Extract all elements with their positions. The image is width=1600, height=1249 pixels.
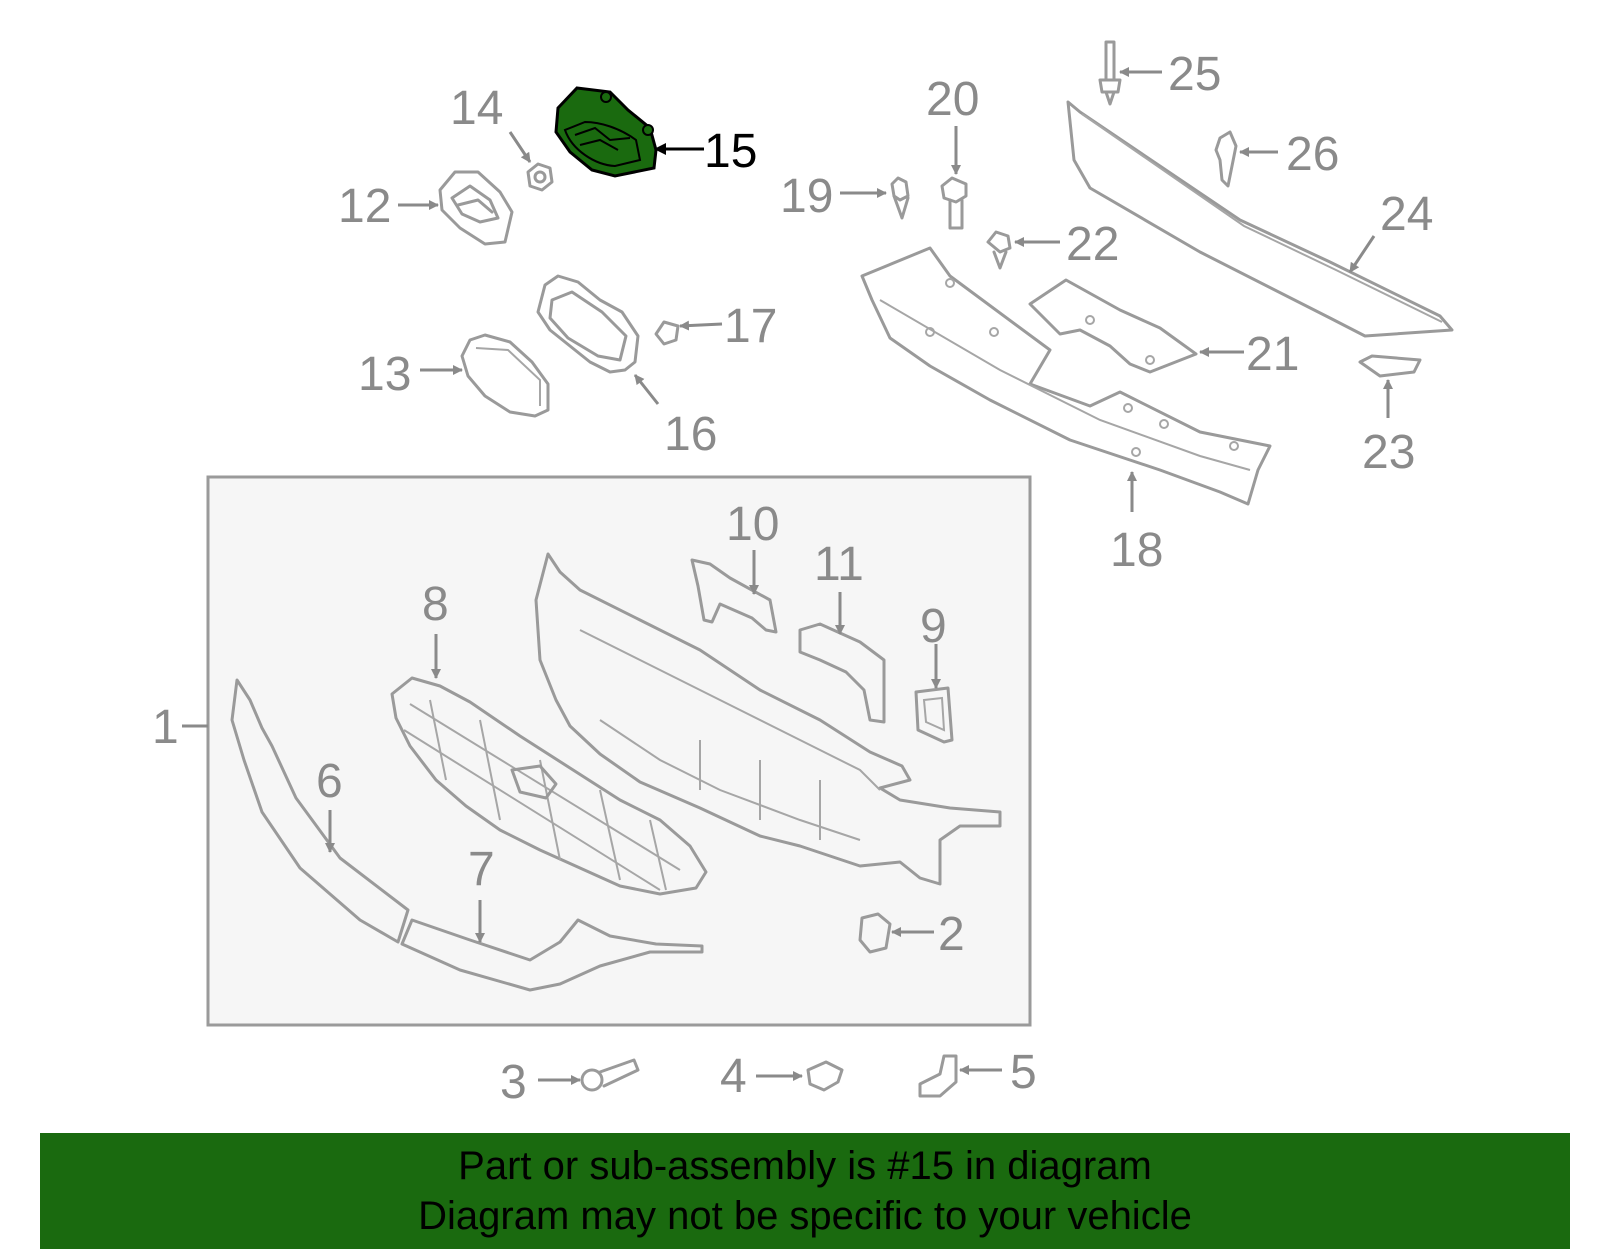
part-23-bracket[interactable]	[1358, 354, 1422, 418]
callout-26: 26	[1286, 128, 1339, 181]
part-17-clip[interactable]	[654, 320, 723, 346]
grille-frame[interactable]	[534, 552, 1002, 886]
part-9-clip[interactable]	[914, 644, 954, 744]
callout-11: 11	[814, 538, 864, 591]
callout-25: 25	[1168, 48, 1221, 101]
part-25-bolt[interactable]	[1098, 40, 1162, 106]
banner-line-2: Diagram may not be specific to your vehi…	[418, 1194, 1192, 1238]
part-18-radiator-support[interactable]	[860, 246, 1272, 512]
part-16-bezel[interactable]	[536, 274, 660, 405]
callout-12: 12	[338, 180, 391, 233]
part-11-bracket[interactable]	[798, 592, 886, 724]
callout-3: 3	[500, 1056, 527, 1109]
callout-2: 2	[938, 908, 965, 961]
callout-20: 20	[926, 73, 979, 126]
part-24-upper-seal[interactable]	[1066, 100, 1454, 338]
callout-17: 17	[724, 300, 777, 353]
part-26-clip[interactable]	[1214, 130, 1278, 188]
callout-7: 7	[468, 843, 495, 896]
callout-4: 4	[720, 1050, 747, 1103]
part-5-bracket[interactable]	[918, 1054, 1002, 1098]
info-banner: Part or sub-assembly is #15 in diagram D…	[40, 1133, 1570, 1249]
callout-15: 15	[704, 125, 757, 178]
callout-23: 23	[1362, 426, 1415, 479]
part-22-clip[interactable]	[986, 230, 1060, 270]
callout-6: 6	[316, 755, 343, 808]
grille-assembly-box	[206, 475, 1032, 1027]
callout-24: 24	[1380, 188, 1433, 241]
callout-14: 14	[450, 82, 503, 135]
callout-16: 16	[664, 408, 717, 461]
callout-13: 13	[358, 348, 411, 401]
banner-line-1: Part or sub-assembly is #15 in diagram	[458, 1144, 1152, 1188]
part-10-bracket[interactable]	[690, 550, 778, 634]
part-7-lower-molding[interactable]	[400, 900, 704, 992]
part-6-lower-molding[interactable]	[230, 678, 410, 944]
callout-22: 22	[1066, 218, 1119, 271]
callout-10: 10	[726, 498, 779, 551]
callout-18: 18	[1110, 524, 1163, 577]
part-2-clip[interactable]	[858, 912, 934, 954]
callout-19: 19	[780, 170, 833, 223]
part-12-emblem[interactable]	[398, 170, 514, 246]
part-4-clip[interactable]	[756, 1060, 844, 1092]
part-15-emblem-housing[interactable]	[554, 86, 704, 178]
callout-1: 1	[152, 701, 179, 754]
callout-5: 5	[1010, 1046, 1037, 1099]
part-8-mesh-grille[interactable]	[390, 634, 708, 896]
callout-21: 21	[1246, 328, 1299, 381]
part-20-bolt[interactable]	[940, 126, 968, 230]
part-19-push-pin[interactable]	[840, 176, 910, 220]
part-13-garnish[interactable]	[420, 333, 550, 418]
callout-8: 8	[422, 578, 449, 631]
part-14-clip[interactable]	[508, 131, 554, 192]
part-3-bolt[interactable]	[538, 1058, 640, 1092]
callout-9: 9	[920, 600, 947, 653]
part-21-plate[interactable]	[1028, 278, 1244, 374]
